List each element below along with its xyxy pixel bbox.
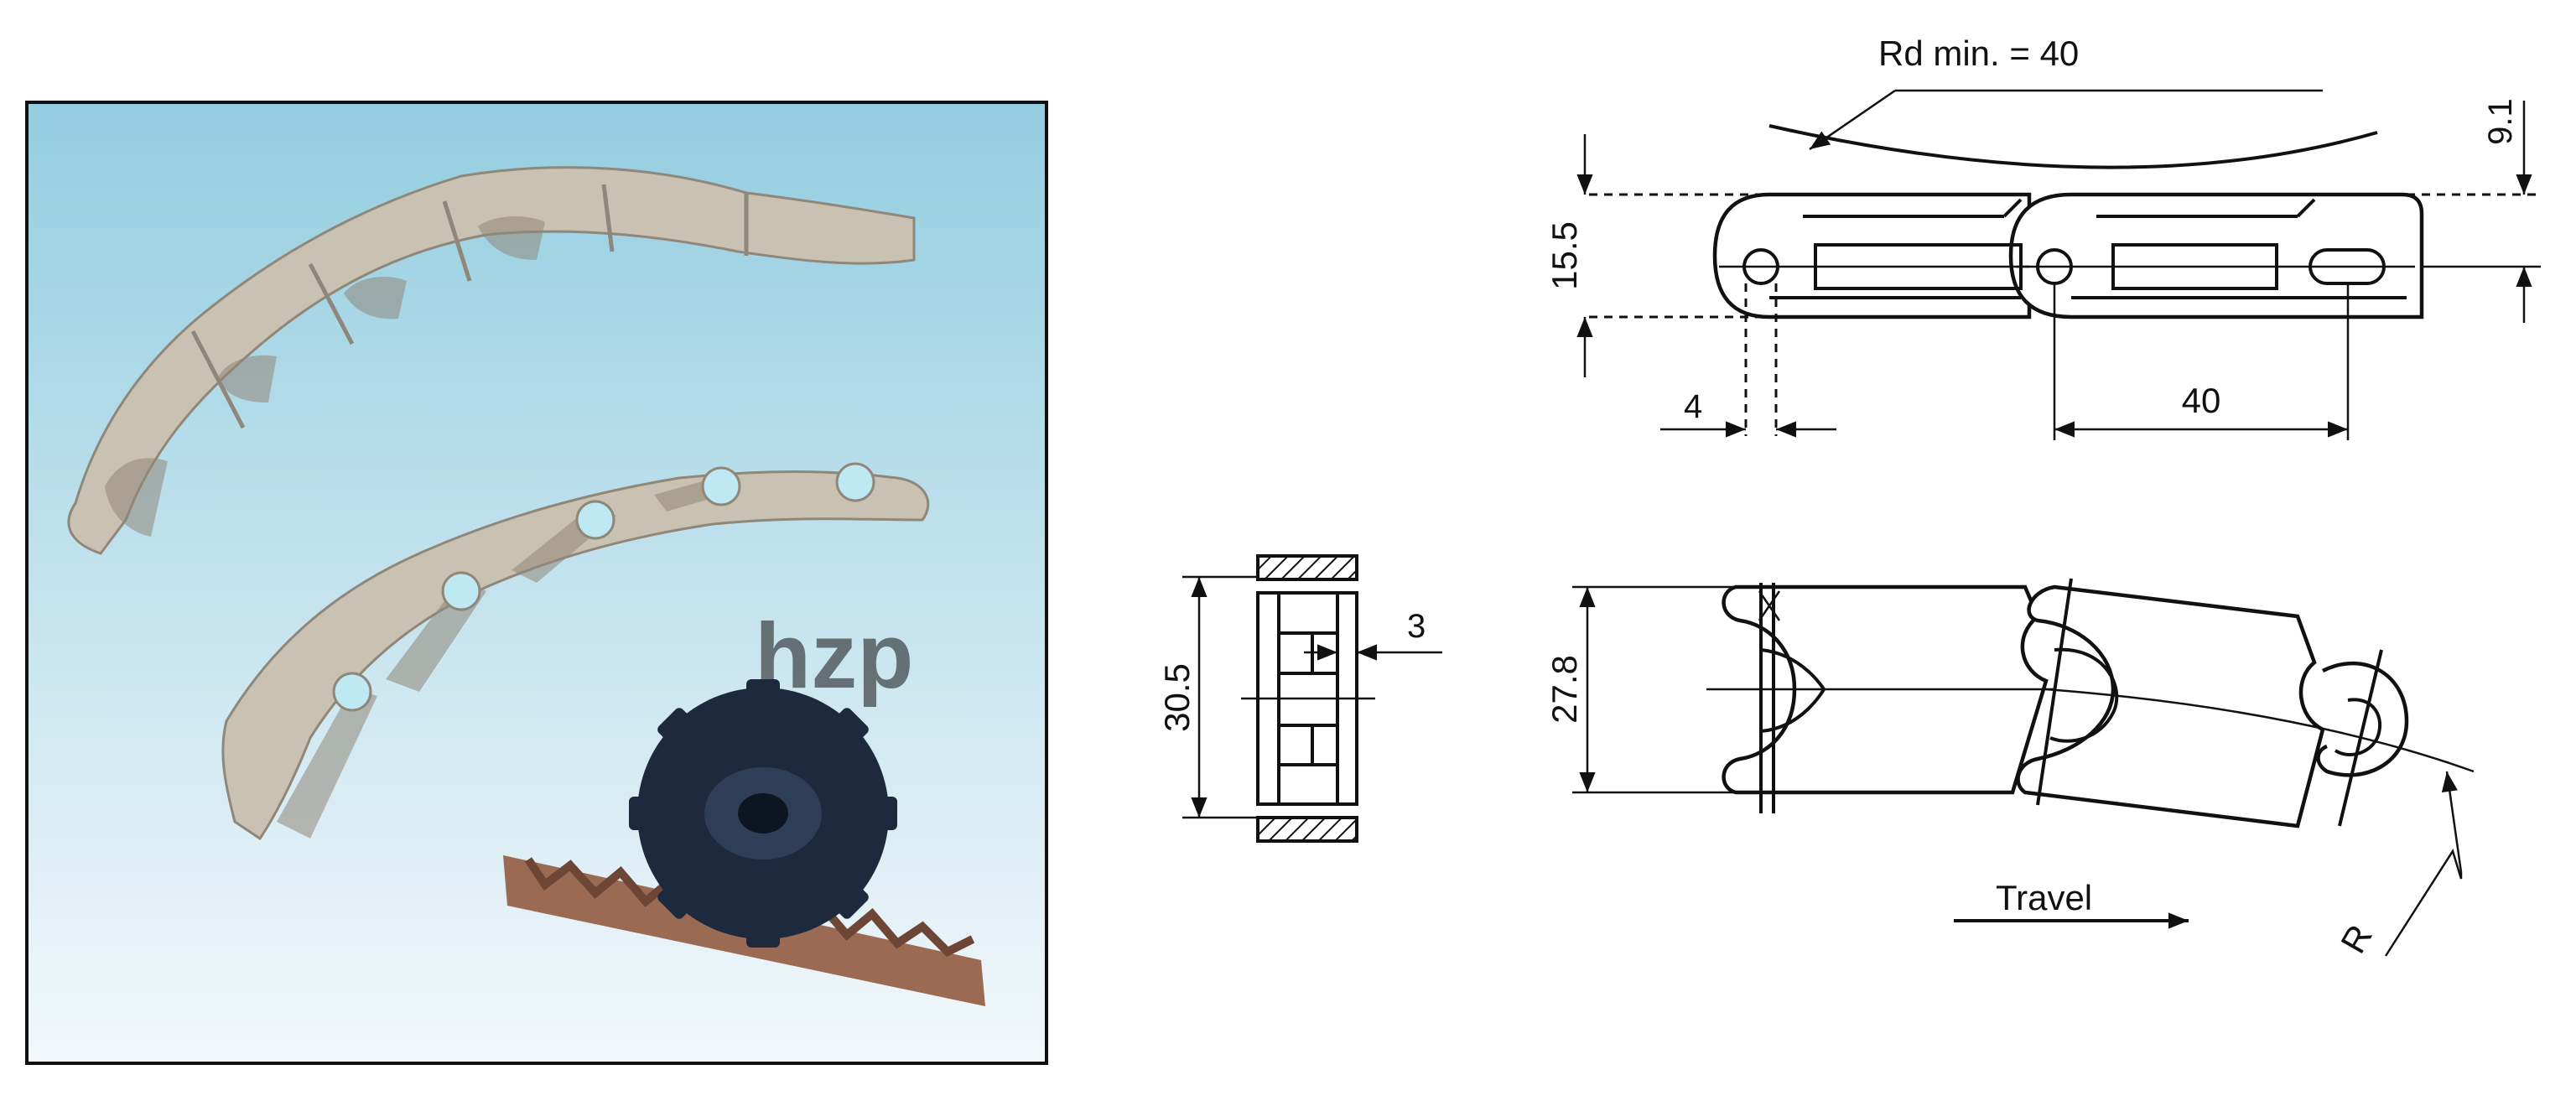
link-ridge bbox=[2296, 198, 2316, 218]
offset-label: 9.1 bbox=[2482, 98, 2519, 145]
travel-label: Travel bbox=[1996, 878, 2092, 917]
radius-leader bbox=[2384, 849, 2463, 957]
top-width-label: 27.8 bbox=[1545, 655, 1584, 724]
radius-label: Rd min. = 40 bbox=[1878, 34, 2079, 73]
center-curve bbox=[2045, 688, 2475, 773]
chain-pin bbox=[835, 462, 875, 502]
height-label: 15.5 bbox=[1545, 221, 1584, 290]
socket-curve bbox=[2049, 647, 2119, 743]
socket-curve bbox=[2334, 698, 2382, 756]
chain-pin bbox=[575, 500, 615, 540]
lower-chain-side-view bbox=[221, 462, 930, 841]
pin-hole bbox=[2036, 248, 2073, 285]
link-ridge bbox=[2002, 198, 2023, 218]
radius-leader-arrow bbox=[1809, 89, 1896, 151]
hatched-guide-top bbox=[1256, 554, 1358, 581]
top-view: 27.8 Travel R bbox=[1545, 578, 2475, 960]
hatched-guide-bottom bbox=[1256, 816, 1358, 843]
pitch-label: 40 bbox=[2182, 381, 2221, 420]
pin-hole bbox=[1742, 248, 1779, 285]
chain-pin bbox=[441, 571, 481, 611]
hole-label: 4 bbox=[1684, 388, 1702, 425]
chain-pin bbox=[332, 672, 372, 712]
chain-pin bbox=[701, 466, 741, 506]
upper-chain-top-view bbox=[67, 166, 916, 555]
radius-leader-arrow bbox=[2441, 771, 2463, 873]
side-view: Rd min. = 40 15.5 9.1 4 bbox=[1545, 34, 2541, 440]
product-photo-panel: hzp bbox=[25, 101, 1048, 1065]
sprocket-with-chain bbox=[503, 679, 985, 1006]
pin-cross bbox=[1758, 590, 1781, 621]
slotted-hole bbox=[2309, 248, 2386, 285]
gap-label: 3 bbox=[1407, 608, 1426, 645]
product-photo: hzp bbox=[25, 101, 1048, 1065]
side-radius-label: R bbox=[2333, 918, 2380, 960]
pin-line bbox=[2036, 578, 2073, 806]
section-width-label: 30.5 bbox=[1157, 663, 1197, 732]
min-radius-curve bbox=[1768, 124, 2378, 169]
top-link-nose bbox=[2316, 661, 2409, 777]
section-view: 30.5 3 bbox=[1157, 554, 1442, 843]
